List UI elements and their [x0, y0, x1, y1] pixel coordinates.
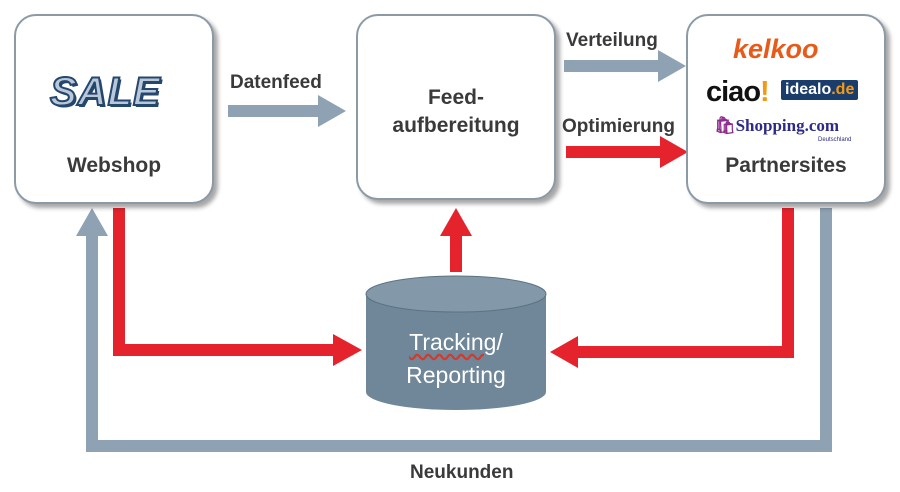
shopping-logo-subtitle: Deutschland [818, 137, 852, 143]
partnersites-node: kelkoo ciao! idealo.de 🛍Shopping.com Deu… [686, 14, 886, 204]
feed-node: Feed- aufbereitung [356, 14, 556, 200]
verteilung-label: Verteilung [566, 30, 658, 51]
idealo-logo: idealo.de [781, 80, 859, 100]
webshop-node: SALE Webshop [14, 14, 214, 204]
idealo-logo-text: idealo [785, 81, 832, 98]
database-cylinder [365, 275, 547, 410]
idealo-logo-tld: .de [831, 81, 855, 98]
verteilung-arrow [564, 50, 686, 82]
shopping-logo-text: Shopping.com [735, 116, 840, 135]
shopping-logo: 🛍Shopping.com [714, 116, 839, 136]
reporting-to-feed-arrow [440, 208, 472, 272]
kelkoo-logo: kelkoo [733, 34, 819, 64]
ciao-logo-mark: ! [760, 76, 770, 108]
webshop-to-reporting-arrow [113, 208, 362, 366]
neukunden-loop-arrow [76, 208, 832, 452]
ciao-logo: ciao! [706, 76, 770, 109]
database-label-line2: Reporting [406, 362, 506, 388]
partnersites-label: Partnersites [725, 154, 847, 177]
optimierung-label: Optimierung [562, 116, 675, 137]
feed-label-line2: aufbereitung [392, 114, 520, 137]
optimierung-arrow [566, 136, 688, 168]
feed-label-line1: Feed- [427, 86, 484, 109]
datenfeed-arrow [228, 95, 346, 127]
shopping-bag-icon: 🛍 [714, 116, 736, 135]
sale-logo: SALE [49, 69, 161, 115]
database-label-slash: / [496, 329, 503, 355]
neukunden-label: Neukunden [410, 462, 514, 483]
ciao-logo-text: ciao [706, 76, 761, 108]
webshop-label: Webshop [66, 154, 162, 177]
datenfeed-label: Datenfeed [230, 72, 322, 93]
database-label-word: Tracking [409, 329, 497, 355]
database-label-line1: Tracking/ [366, 327, 546, 357]
partner-to-reporting-arrow [550, 208, 794, 368]
